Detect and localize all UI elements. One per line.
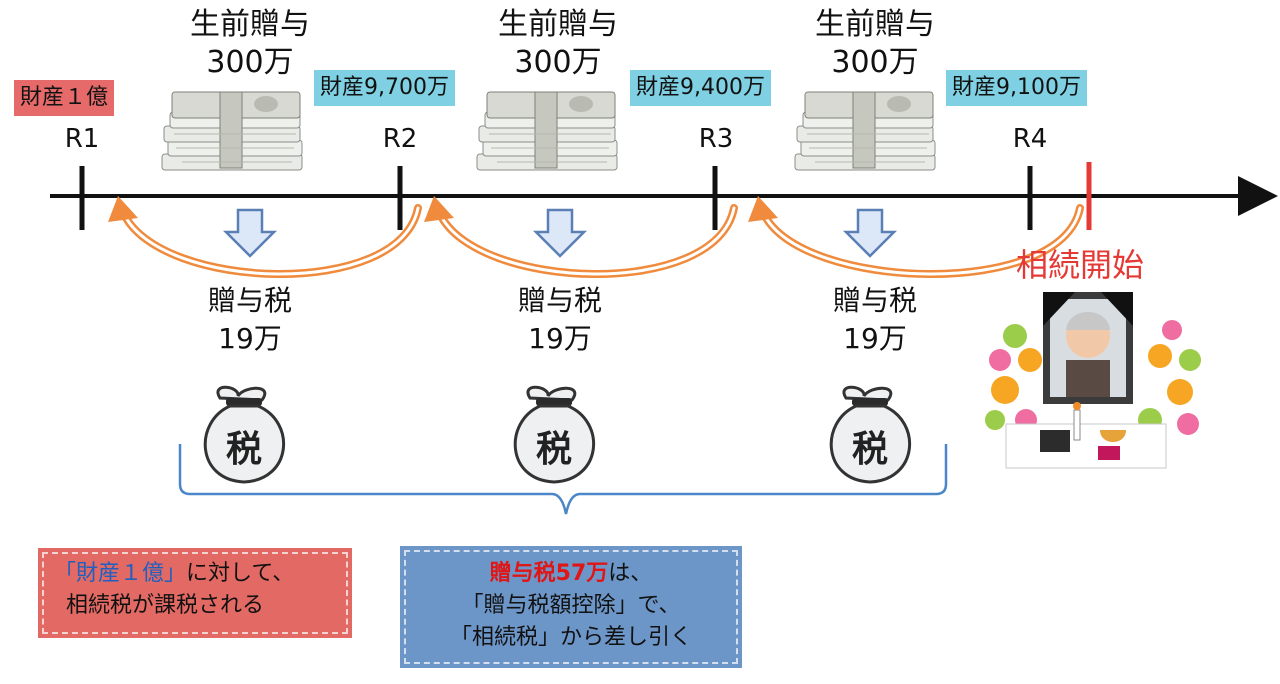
down-arrow-icon: [534, 208, 586, 258]
down-arrow-icon: [224, 208, 276, 258]
tax-bag-label: 税: [851, 429, 888, 470]
note-right-line1: は、: [608, 561, 653, 586]
note-right-line2: 「贈与税額控除」で、: [461, 593, 681, 618]
tax-group: 贈与税 19万: [170, 282, 330, 358]
note-left-highlight: 「財産１億」: [54, 561, 187, 586]
tax-bag-label: 税: [225, 429, 262, 470]
tax-amount: 19万: [218, 322, 282, 355]
note-right-highlight: 贈与税57万: [489, 561, 609, 586]
asset-tag: 財産9,100万: [946, 70, 1087, 106]
tax-amount: 19万: [528, 322, 592, 355]
tax-title: 贈与税: [832, 284, 917, 317]
gift-amount: 300万: [514, 45, 602, 80]
tax-bag-label: 税: [535, 429, 572, 470]
down-arrow-icon: [844, 208, 896, 258]
gift-group: 生前贈与 300万: [458, 6, 658, 82]
gift-group: 生前贈与 300万: [150, 6, 350, 82]
gift-amount: 300万: [831, 45, 919, 80]
money-stack-icon: [794, 91, 936, 171]
note-right-line3: 「相続税」から差し引く: [449, 625, 692, 650]
tax-group: 贈与税 19万: [480, 282, 640, 358]
asset-tag: 財産9,700万: [314, 70, 455, 106]
asset-tag: 財産9,400万: [630, 70, 771, 106]
gift-title: 生前贈与: [190, 7, 310, 42]
money-stack-icon: [476, 91, 618, 171]
grouping-brace: [178, 444, 948, 515]
milestone-label: R4: [1012, 124, 1048, 154]
note-right: 贈与税57万は、 「贈与税額控除」で、 「相続税」から差し引く: [400, 546, 742, 668]
gift-title: 生前贈与: [815, 7, 935, 42]
tax-title: 贈与税: [207, 284, 292, 317]
tax-group: 贈与税 19万: [795, 282, 955, 358]
milestone-label: R1: [64, 124, 100, 154]
gift-amount: 300万: [206, 45, 294, 80]
milestone-label: R3: [698, 124, 734, 154]
inheritance-start-label: 相続開始: [1016, 246, 1145, 284]
note-left: 「財産１億」に対して、 相続税が課税される: [38, 548, 352, 638]
note-left-line1: に対して、: [186, 561, 295, 586]
memorial-portrait-icon: [985, 292, 1201, 469]
milestone-label: R2: [382, 124, 418, 154]
gift-title: 生前贈与: [498, 7, 618, 42]
gift-group: 生前贈与 300万: [775, 6, 975, 82]
asset-tag: 財産１億: [14, 80, 115, 116]
orange-return-arrows: [120, 204, 1084, 278]
money-stack-icon: [161, 91, 303, 171]
tax-amount: 19万: [843, 322, 907, 355]
note-left-line2: 相続税が課税される: [66, 593, 265, 618]
tax-title: 贈与税: [517, 284, 602, 317]
